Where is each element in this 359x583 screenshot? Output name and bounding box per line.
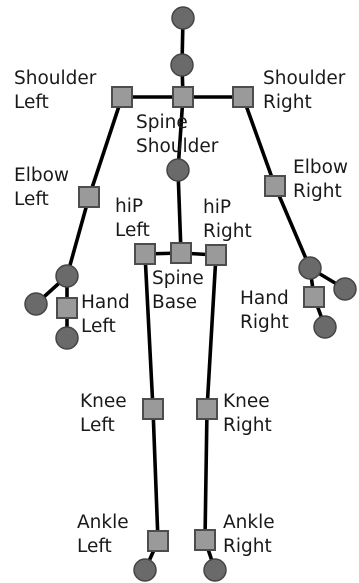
label-elbow-left-line1: Elbow: [14, 165, 69, 186]
label-elbow-left-line2: Left: [14, 189, 49, 210]
label-ankle-right: Ankle Right: [223, 512, 281, 557]
knee-left-joint: [142, 398, 164, 420]
label-shoulder-left: Shoulder Left: [14, 68, 102, 113]
bone-forearm-left: [65, 195, 91, 278]
thumb-left-joint: [24, 292, 48, 316]
label-hip-left-line1: hiP: [115, 196, 143, 217]
foot-right-joint: [203, 558, 227, 582]
hip-left-joint: [134, 243, 156, 265]
bone-shin-left: [151, 407, 160, 543]
hip-right-joint: [205, 244, 227, 266]
label-shoulder-left-line1: Shoulder: [14, 68, 97, 89]
label-knee-left-line1: Knee: [80, 391, 127, 412]
label-spine-shoulder: Spine Shoulder: [136, 112, 219, 157]
round-joints: [24, 6, 357, 582]
label-shoulder-right-line1: Shoulder: [263, 68, 346, 89]
label-hip-right: hiP Right: [203, 197, 252, 242]
bone-upper-arm-right: [241, 95, 277, 188]
label-knee-right-line2: Right: [223, 415, 272, 436]
elbow-right-joint: [264, 175, 286, 197]
label-ankle-right-line2: Right: [223, 536, 272, 557]
bone-thigh-left: [143, 252, 155, 411]
knee-right-joint: [196, 398, 218, 420]
ankle-left-joint: [147, 530, 169, 552]
foot-left-joint: [133, 558, 157, 582]
label-spine-base-line2: Base: [152, 292, 197, 313]
handtip-right-joint: [313, 315, 337, 339]
label-ankle-right-line1: Ankle: [223, 512, 275, 533]
label-ankle-left-line2: Left: [77, 536, 112, 557]
label-ankle-left: Ankle Left: [77, 512, 135, 557]
label-hip-left-line2: Left: [115, 220, 150, 241]
label-elbow-right-line1: Elbow: [293, 157, 348, 178]
square-joints: [56, 86, 325, 552]
hand-right-joint: [303, 286, 325, 308]
shoulder-right-joint: [232, 86, 254, 108]
label-hip-left: hiP Left: [115, 196, 150, 241]
label-knee-left: Knee Left: [80, 391, 133, 436]
label-elbow-right: Elbow Right: [293, 157, 354, 202]
handtip-left-joint: [55, 326, 79, 350]
label-hand-left: Hand Left: [81, 292, 136, 337]
hand-left-joint: [56, 297, 78, 319]
label-hip-right-line1: hiP: [203, 197, 231, 218]
label-hand-left-line1: Hand: [81, 292, 130, 313]
wrist-left-joint: [55, 264, 79, 288]
thumb-right-joint: [333, 277, 357, 301]
ankle-right-joint: [194, 529, 216, 551]
bone-upper-arm-left: [87, 95, 124, 199]
wrist-right-joint: [298, 256, 322, 280]
label-shoulder-left-line2: Left: [14, 92, 49, 113]
head-joint: [171, 6, 195, 30]
label-spine-base: Spine Base: [152, 268, 210, 313]
label-spine-shoulder-line2: Shoulder: [136, 136, 219, 157]
label-elbow-left: Elbow Left: [14, 165, 75, 210]
bone-shin-right: [203, 407, 209, 542]
label-hand-right-line2: Right: [240, 312, 289, 333]
label-knee-left-line2: Left: [80, 415, 115, 436]
label-spine-shoulder-line1: Spine: [136, 112, 188, 133]
label-ankle-left-line1: Ankle: [77, 512, 129, 533]
joint-labels: Shoulder Left Shoulder Right Spine Shoul…: [14, 68, 354, 557]
elbow-left-joint: [78, 186, 100, 208]
spine-shoulder-joint: [172, 86, 194, 108]
label-hand-right: Hand Right: [240, 288, 295, 333]
neck-joint: [170, 53, 194, 77]
label-elbow-right-line2: Right: [293, 181, 342, 202]
label-hand-left-line2: Left: [81, 316, 116, 337]
spine-base-joint: [170, 242, 192, 264]
label-spine-base-line1: Spine: [152, 268, 204, 289]
label-knee-right: Knee Right: [223, 391, 276, 436]
spine-mid-joint: [166, 158, 190, 182]
label-hip-right-line2: Right: [203, 221, 252, 242]
shoulder-left-joint: [111, 86, 133, 108]
label-shoulder-right: Shoulder Right: [263, 68, 351, 113]
label-knee-right-line1: Knee: [223, 391, 270, 412]
label-shoulder-right-line2: Right: [263, 92, 312, 113]
bone-thigh-right: [205, 253, 218, 411]
label-hand-right-line1: Hand: [240, 288, 289, 309]
bone-forearm-right: [273, 184, 312, 270]
bone-spine-lower: [176, 168, 183, 255]
bone-spine-upper: [176, 95, 185, 172]
